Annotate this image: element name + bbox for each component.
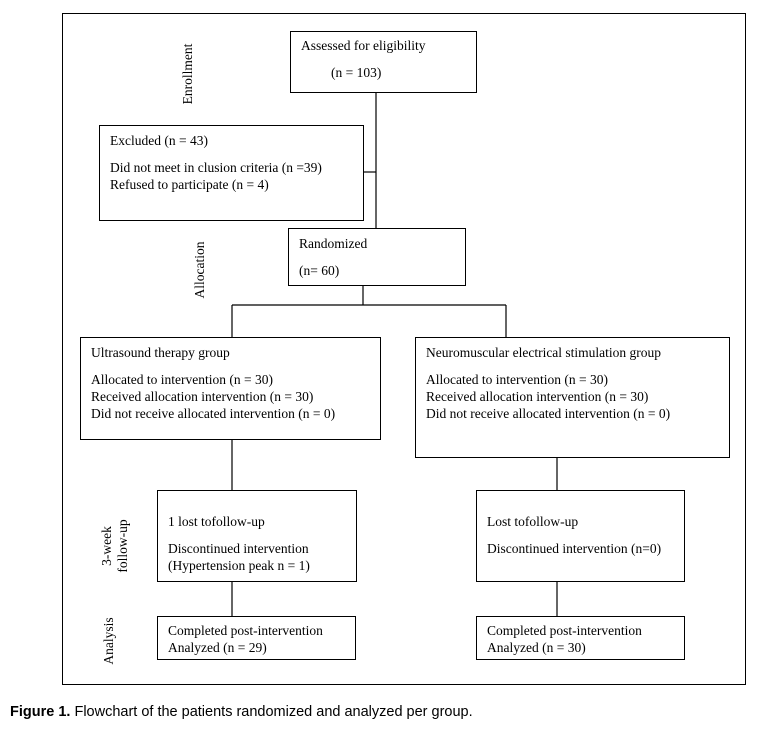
nmes-analyzed: Analyzed (n = 30) <box>487 640 586 655</box>
ultrasound-group-title: Ultrasound therapy group <box>91 345 230 360</box>
ultrasound-analysis-box: Completed post-intervention Analyzed (n … <box>157 616 356 660</box>
randomized-count: (n= 60) <box>299 263 340 278</box>
excluded-reason-criteria: Did not meet in clusion criteria (n =39) <box>110 160 322 175</box>
phase-label-analysis: Analysis <box>101 617 116 665</box>
phase-label-followup: 3-week follow-up <box>99 501 133 591</box>
ultrasound-discontinued-detail: (Hypertension peak n = 1) <box>168 558 310 573</box>
ultrasound-analyzed: Analyzed (n = 29) <box>168 640 267 655</box>
phase-label-allocation: Allocation <box>192 241 207 299</box>
randomized-box: Randomized (n= 60) <box>288 228 466 286</box>
phase-label-followup-line1: 3-week <box>99 526 114 566</box>
ultrasound-discontinued: Discontinued intervention <box>168 541 309 556</box>
nmes-completed: Completed post-intervention <box>487 623 642 638</box>
ultrasound-lost: 1 lost tofollow-up <box>168 514 265 529</box>
eligibility-box: Assessed for eligibility (n = 103) <box>290 31 477 93</box>
phase-label-followup-line2: follow-up <box>115 519 130 573</box>
eligibility-title: Assessed for eligibility <box>301 38 426 53</box>
excluded-reason-refused: Refused to participate (n = 4) <box>110 177 269 192</box>
nmes-group-box: Neuromuscular electrical stimulation gro… <box>415 337 730 458</box>
ultrasound-not-received: Did not receive allocated intervention (… <box>91 406 336 421</box>
eligibility-count: (n = 103) <box>331 65 382 80</box>
nmes-lost: Lost tofollow-up <box>487 514 579 529</box>
diagram-frame <box>62 13 746 685</box>
figure-caption-text: Flowchart of the patients randomized and… <box>74 704 473 720</box>
ultrasound-allocated: Allocated to intervention (n = 30) <box>91 372 273 387</box>
ultrasound-completed: Completed post-intervention <box>168 623 323 638</box>
phase-label-enrollment: Enrollment <box>180 43 195 105</box>
nmes-group-title: Neuromuscular electrical stimulation gro… <box>426 345 662 360</box>
figure-caption-label: Figure 1. <box>10 704 71 720</box>
excluded-box: Excluded (n = 43) Did not meet in clusio… <box>99 125 364 221</box>
nmes-discontinued: Discontinued intervention (n=0) <box>487 541 662 556</box>
nmes-analysis-box: Completed post-intervention Analyzed (n … <box>476 616 685 660</box>
nmes-received: Received allocation intervention (n = 30… <box>426 389 649 404</box>
figure-caption: Figure 1. Flowchart of the patients rand… <box>10 704 473 720</box>
randomized-title: Randomized <box>299 236 368 251</box>
nmes-allocated: Allocated to intervention (n = 30) <box>426 372 608 387</box>
nmes-not-received: Did not receive allocated intervention (… <box>426 406 671 421</box>
ultrasound-received: Received allocation intervention (n = 30… <box>91 389 314 404</box>
ultrasound-followup-box: 1 lost tofollow-up Discontinued interven… <box>157 490 357 582</box>
ultrasound-group-box: Ultrasound therapy group Allocated to in… <box>80 337 381 440</box>
excluded-title: Excluded (n = 43) <box>110 133 208 148</box>
nmes-followup-box: Lost tofollow-up Discontinued interventi… <box>476 490 685 582</box>
